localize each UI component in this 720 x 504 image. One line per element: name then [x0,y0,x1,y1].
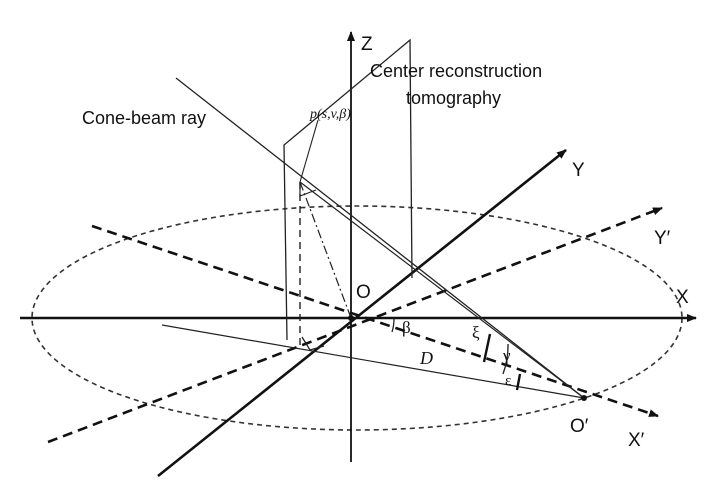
beta-arc [391,317,395,333]
y-prime-axis [47,206,663,444]
xi-marker [482,333,492,363]
x-prime-axis [91,224,659,418]
o-prime-label: O′ [570,416,589,437]
z-axis-label: Z [361,34,373,55]
x-axis-label: X [676,287,689,308]
x-prime-axis-label: X′ [628,430,645,451]
projection-label: p(s,v,β) [309,107,351,122]
origin-label: O [356,282,371,303]
detector-corner-mark [299,182,317,197]
epsilon-label: ε [505,373,511,389]
xi-label: ξ [472,323,480,342]
distance-label: D [419,348,433,368]
right-angle-mark [301,336,325,351]
beta-label: β [402,318,411,337]
epsilon-marker [515,373,522,391]
projected-ray-line [161,324,585,399]
tomography-label: tomography [406,88,501,108]
o-prime-point [581,395,587,401]
gamma-label: γ [502,346,511,365]
projection-leader-line [299,119,319,183]
y-axis-label: Y [572,160,585,181]
y-axis [157,148,567,478]
center-reconstruction-plane [283,38,413,341]
cone-beam-ray-label: Cone-beam ray [82,108,206,128]
detector-to-origin-dashdot [299,181,352,319]
gamma-arc [502,343,509,375]
y-prime-axis-label: Y′ [654,228,671,249]
ray-to-source-line [299,181,585,399]
origin-point [348,315,354,321]
center-reconstruction-label: Center reconstruction [370,61,542,81]
cone-beam-ray-line [175,77,585,399]
